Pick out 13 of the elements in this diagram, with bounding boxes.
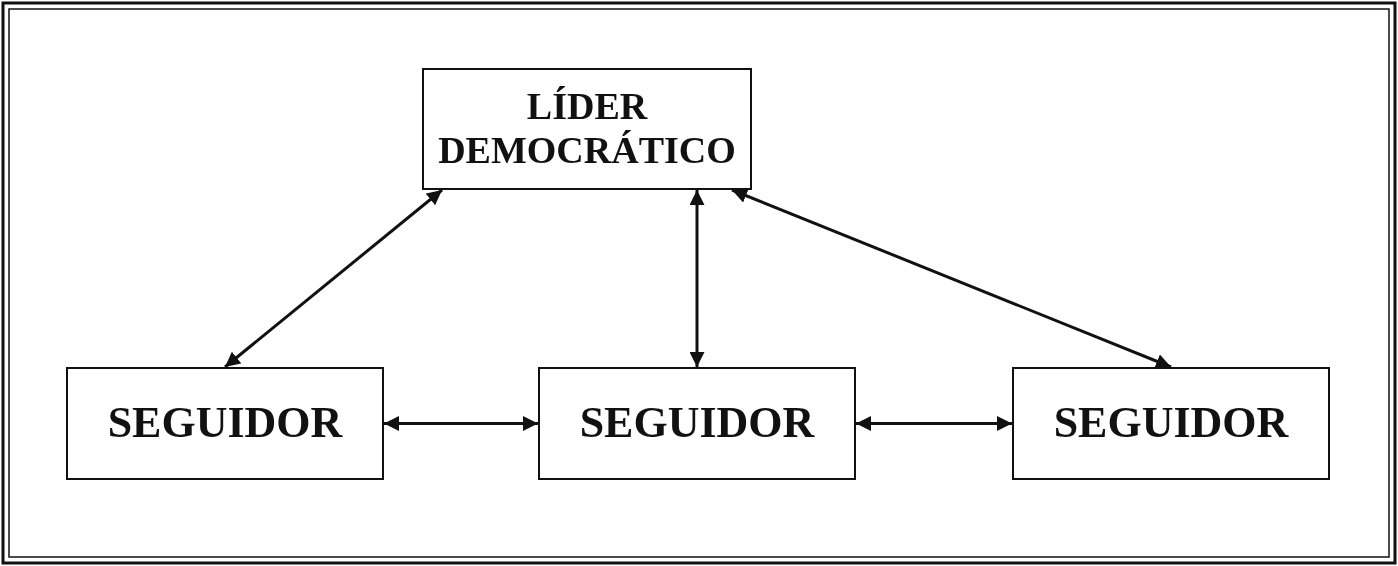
role-box bbox=[422, 68, 752, 190]
role-box bbox=[538, 367, 856, 480]
double-arrow bbox=[224, 188, 443, 369]
role-box bbox=[1012, 367, 1330, 480]
double-arrow bbox=[384, 416, 538, 431]
role-box bbox=[66, 367, 384, 480]
double-arrow bbox=[731, 188, 1172, 369]
role-label: SEGUIDOR bbox=[107, 398, 343, 449]
role-label: SEGUIDOR bbox=[579, 398, 815, 449]
double-arrow bbox=[856, 416, 1012, 431]
role-label: SEGUIDOR bbox=[1053, 398, 1289, 449]
role-label: LÍDER DEMOCRÁTICO bbox=[437, 85, 737, 173]
double-arrow bbox=[689, 190, 705, 367]
